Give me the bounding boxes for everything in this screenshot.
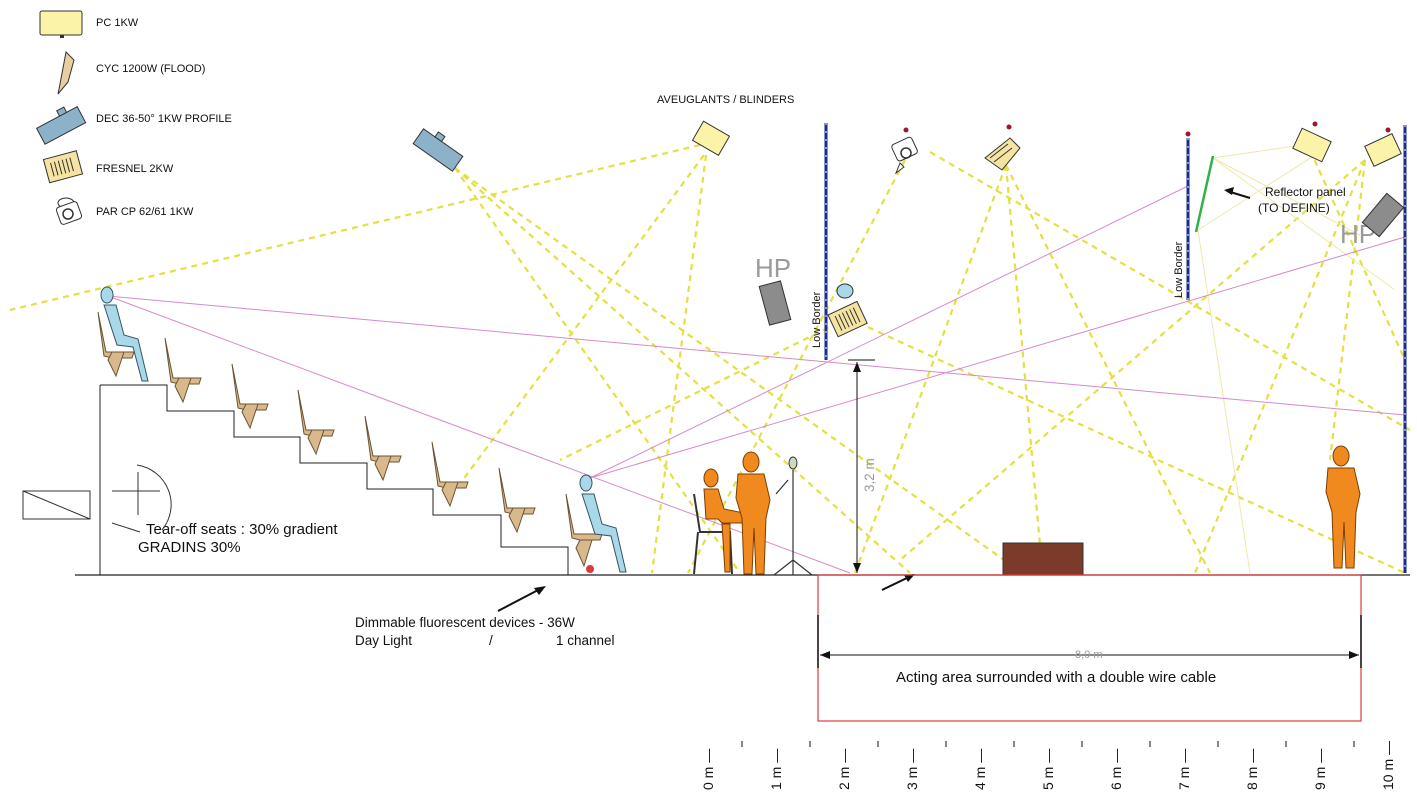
blinder-pc-icon bbox=[691, 120, 731, 156]
stage-platform bbox=[1002, 542, 1084, 576]
speaker-icon: HP bbox=[1340, 192, 1405, 249]
scale-mark-label: 0 m — bbox=[700, 749, 716, 790]
legend-item-profile: DEC 36-50° 1KW PROFILE bbox=[35, 106, 232, 145]
legend-item-fresnel: FRESNEL 2KW bbox=[42, 150, 174, 184]
speaker-label: HP bbox=[755, 253, 791, 283]
scale-mark-label: 8 m — bbox=[1244, 749, 1260, 790]
microphone-stand bbox=[773, 456, 813, 576]
fluorescent-daylight: Day Light bbox=[355, 633, 412, 648]
performer-standing-right bbox=[1325, 445, 1361, 569]
audience-member bbox=[579, 474, 627, 573]
low-border-right: Low Border bbox=[1173, 131, 1191, 300]
low-border-label: Low Border bbox=[811, 291, 823, 348]
tear-off-seats bbox=[97, 311, 603, 568]
fluorescent-separator: / bbox=[489, 633, 493, 648]
fluorescent-arrow bbox=[497, 588, 541, 612]
cyc-flood-icon bbox=[984, 124, 1021, 171]
fluorescent-device-marker bbox=[586, 565, 594, 573]
par-can-icon bbox=[55, 197, 83, 225]
scale-mark-label: 5 m — bbox=[1040, 749, 1056, 790]
scale-mark-label: 3 m — bbox=[904, 749, 920, 790]
audience-member bbox=[100, 286, 149, 382]
legend-item-par: PAR CP 62/61 1KW bbox=[55, 197, 194, 225]
legend-item-pc: PC 1KW bbox=[39, 10, 139, 38]
cyc-flood-icon bbox=[57, 50, 75, 95]
scale-ruler: 0 m — 1 m — 2 m — 3 m — 4 m — 5 m — 6 m — 7 m —… bbox=[700, 741, 1396, 790]
fresnel-icon bbox=[42, 150, 84, 184]
legend-label-profile: DEC 36-50° 1KW PROFILE bbox=[96, 113, 232, 125]
reflector-sublabel: (TO DEFINE) bbox=[1258, 201, 1330, 215]
legend-label-fresnel: FRESNEL 2KW bbox=[96, 163, 174, 175]
height-dimension: 3,2 m bbox=[848, 359, 877, 573]
fresnel-icon bbox=[827, 300, 868, 338]
scale-mark-label: 10 m — bbox=[1380, 741, 1396, 790]
profile-spot-icon bbox=[412, 128, 464, 172]
seating-stairs bbox=[99, 384, 569, 575]
seats-sublabel: GRADINS 30% bbox=[138, 539, 241, 556]
scale-mark-label: 4 m — bbox=[972, 749, 988, 790]
fluorescent-channel: 1 channel bbox=[556, 633, 615, 648]
performer-seated bbox=[693, 468, 745, 575]
performer-standing bbox=[735, 451, 771, 575]
scale-mark-label: 1 m — bbox=[768, 749, 784, 790]
legend-label-pc: PC 1KW bbox=[96, 17, 139, 29]
reflector-panel bbox=[1194, 155, 1215, 233]
pc-1kw-icon bbox=[1292, 127, 1332, 163]
scale-mark-label: 2 m — bbox=[836, 749, 852, 790]
blinders-label: AVEUGLANTS / BLINDERS bbox=[657, 94, 794, 106]
pc-1kw-icon bbox=[39, 10, 83, 38]
legend-label-par: PAR CP 62/61 1KW bbox=[96, 206, 194, 218]
par-can-icon bbox=[891, 127, 918, 175]
fluorescent-arrow bbox=[881, 576, 910, 591]
height-label: 3,2 m bbox=[862, 458, 877, 492]
scale-mark-label: 7 m — bbox=[1176, 749, 1192, 790]
speaker-icon: HP bbox=[755, 253, 792, 326]
legend: PC 1KW CYC 1200W (FLOOD) DEC 36-50° 1KW … bbox=[35, 10, 232, 225]
control-box bbox=[22, 490, 91, 520]
width-label: 8,0 m bbox=[1075, 649, 1103, 661]
gradient-angle-mark bbox=[111, 472, 160, 533]
low-border-left: Low Border bbox=[811, 123, 828, 360]
low-border-label: Low Border bbox=[1173, 241, 1185, 298]
scale-mark-label: 6 m — bbox=[1108, 749, 1124, 790]
reflector-label: Reflector panel bbox=[1265, 185, 1346, 199]
pc-1kw-icon bbox=[1364, 133, 1402, 167]
profile-spot-icon bbox=[35, 106, 87, 145]
fluorescent-label: Dimmable fluorescent devices - 36W bbox=[355, 615, 575, 630]
seats-label: Tear-off seats : 30% gradient bbox=[146, 521, 338, 538]
scale-mark-label: 9 m — bbox=[1312, 749, 1328, 790]
follow-spot-icon bbox=[836, 283, 854, 299]
acting-area-label: Acting area surrounded with a double wir… bbox=[896, 669, 1216, 686]
legend-label-cyc: CYC 1200W (FLOOD) bbox=[96, 63, 205, 75]
acting-area: 8,0 m Acting area surrounded with a doub… bbox=[817, 574, 1362, 722]
light-beams bbox=[9, 142, 1411, 576]
legend-item-cyc: CYC 1200W (FLOOD) bbox=[57, 50, 205, 95]
